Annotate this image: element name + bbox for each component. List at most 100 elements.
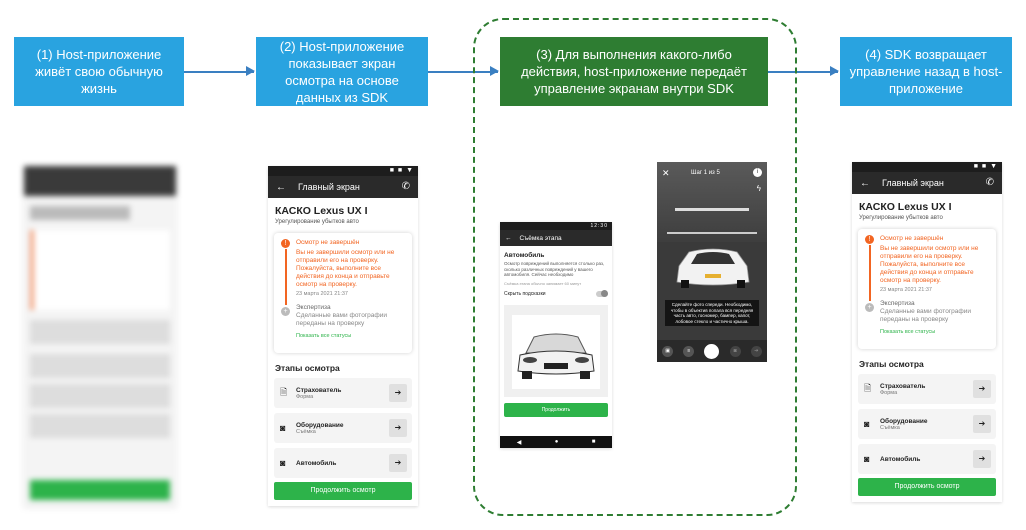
arrow-right-icon[interactable]: ➔ [389, 454, 407, 472]
status-2-title: Экспертиза [880, 300, 915, 307]
continue-inspection-button[interactable]: Продолжить осмотр [858, 478, 996, 496]
continue-button[interactable]: Продолжить [504, 402, 608, 417]
warning-icon: ! [281, 239, 290, 248]
flash-icon[interactable]: ϟ [756, 184, 761, 193]
item-name: Страхователь [296, 386, 342, 394]
document-icon: 🗎 [280, 387, 288, 397]
app-bar-title: Съёмка этапа [519, 234, 562, 242]
shutter-button[interactable] [704, 343, 720, 359]
status-1-title: Осмотр не завершён [296, 239, 360, 246]
item-desc: Съёмка [880, 424, 900, 431]
item-desc: Съёмка [296, 428, 316, 435]
car-illustration [504, 304, 608, 397]
host-inspection-screen: ■ ■ ▼ ← Главный экран ✆ КАСКО Lexus UX I… [268, 166, 418, 506]
warning-icon: ! [865, 235, 874, 244]
camera-controls: ▣ ≡ ◙ ➔ [657, 340, 767, 362]
hide-hints-toggle[interactable] [596, 290, 608, 297]
host-app-blurred-screen [24, 166, 176, 506]
camera-icon: ◙ [864, 454, 870, 464]
step-1-box: (1) Host-приложение живёт свою обычную ж… [14, 37, 184, 106]
policy-subtitle: Урегулирование убытков авто [275, 219, 359, 225]
clock-icon: + [865, 303, 874, 312]
step-2-box: (2) Host-приложение показывает экран осм… [256, 37, 428, 106]
arrow-1-2 [184, 67, 255, 75]
retake-icon[interactable]: ◙ [729, 345, 741, 357]
car-photo [676, 248, 750, 288]
back-arrow-icon[interactable]: ← [505, 234, 512, 242]
android-nav-bar: ◀ ● ■ [500, 436, 612, 448]
item-name: Автомобиль [296, 459, 337, 467]
status-2-text: Сделанные вами фотографии переданы на пр… [880, 308, 972, 323]
host-returned-screen: ■ ■ ▼ ← Главный экран ✆ КАСКО Lexus UX I… [852, 162, 1002, 502]
camera-icon: ◙ [864, 419, 870, 429]
step-1-label: (1) Host-приложение живёт свою обычную ж… [35, 47, 163, 96]
arrow-2-3 [428, 67, 499, 75]
status-card: ! Осмотр не завершён Вы не завершили осм… [858, 229, 996, 349]
hide-hints-row: Скрыть подсказки [504, 290, 608, 297]
app-bar-title: Главный экран [882, 178, 944, 188]
stage-note: Съёмка этапа обычно занимает 60 минут [504, 280, 582, 286]
nav-recents-icon[interactable]: ■ [591, 439, 596, 445]
arrow-right-icon[interactable]: ➔ [973, 415, 991, 433]
sdk-stage-screen: 12:30 ← Съёмка этапа Автомобиль Осмотр п… [500, 222, 612, 448]
close-icon[interactable]: ✕ [662, 168, 670, 178]
app-bar: ← Главный экран ✆ [852, 172, 1002, 194]
arrow-right-icon[interactable]: ➔ [389, 384, 407, 402]
app-bar: ← Съёмка этапа [500, 230, 612, 246]
item-name: Страхователь [880, 382, 926, 390]
step-2-label: (2) Host-приложение показывает экран осм… [279, 38, 405, 105]
camera-icon: ◙ [280, 423, 286, 433]
policy-subtitle: Урегулирование убытков авто [859, 215, 943, 221]
camera-icon: ◙ [280, 458, 286, 468]
list-item[interactable]: ◙ Автомобиль ➔ [274, 448, 412, 478]
sdk-camera-screen: ✕ Шаг 1 из 5 i ϟ Сделайте фото спереди. … [657, 162, 767, 362]
arrow-right-icon[interactable]: ➔ [973, 450, 991, 468]
status-2-text: Сделанные вами фотографии переданы на пр… [296, 312, 388, 327]
back-arrow-icon[interactable]: ← [276, 181, 286, 193]
status-card: ! Осмотр не завершён Вы не завершили осм… [274, 233, 412, 353]
continue-inspection-button[interactable]: Продолжить осмотр [274, 482, 412, 500]
back-arrow-icon[interactable]: ← [860, 177, 870, 189]
list-item[interactable]: ◙ Автомобиль ➔ [858, 444, 996, 474]
next-icon[interactable]: ➔ [750, 345, 762, 357]
car-front-icon [512, 314, 600, 389]
clock-icon: + [281, 307, 290, 316]
list-icon[interactable]: ≡ [683, 345, 695, 357]
policy-title: КАСКО Lexus UX I [275, 205, 368, 217]
status-1-date: 23 марта 2021 21:37 [880, 287, 932, 293]
item-name: Оборудование [296, 421, 344, 429]
status-1-title: Осмотр не завершён [880, 235, 944, 242]
phone-icon[interactable]: ✆ [401, 181, 410, 192]
item-name: Автомобиль [880, 455, 921, 463]
step-3-box: (3) Для выполнения какого-либо действия,… [500, 37, 768, 106]
app-bar: ← Главный экран ✆ [268, 176, 418, 198]
status-1-text: Вы не завершили осмотр или не отправили … [880, 245, 979, 284]
step-3-label: (3) Для выполнения какого-либо действия,… [521, 47, 747, 96]
show-all-statuses-link[interactable]: Показать все статусы [880, 329, 936, 335]
status-time: 12:30 [590, 223, 608, 229]
policy-title: КАСКО Lexus UX I [859, 201, 952, 213]
item-desc: Форма [296, 393, 314, 400]
camera-hint: Сделайте фото спереди. Необходимо, чтобы… [665, 300, 759, 326]
stage-text: Осмотр повреждений выполняется столько р… [504, 261, 605, 277]
status-1-text: Вы не завершили осмотр или не отправили … [296, 249, 395, 288]
info-icon[interactable]: i [753, 168, 762, 177]
status-2-title: Экспертиза [296, 304, 331, 311]
section-title: Этапы осмотра [859, 359, 924, 369]
phone-icon[interactable]: ✆ [985, 177, 994, 188]
status-1-date: 23 марта 2021 21:37 [296, 291, 348, 297]
document-icon: 🗎 [864, 383, 872, 393]
arrow-right-icon[interactable]: ➔ [973, 380, 991, 398]
show-all-statuses-link[interactable]: Показать все статусы [296, 333, 352, 339]
step-4-label: (4) SDK возвращает управление назад в ho… [849, 47, 1003, 96]
arrow-3-4 [768, 67, 839, 75]
gallery-icon[interactable]: ▣ [662, 345, 674, 357]
nav-home-icon[interactable]: ● [554, 439, 559, 445]
arrow-right-icon[interactable]: ➔ [389, 419, 407, 437]
nav-back-icon[interactable]: ◀ [516, 439, 522, 446]
step-counter: Шаг 1 из 5 [691, 170, 720, 176]
